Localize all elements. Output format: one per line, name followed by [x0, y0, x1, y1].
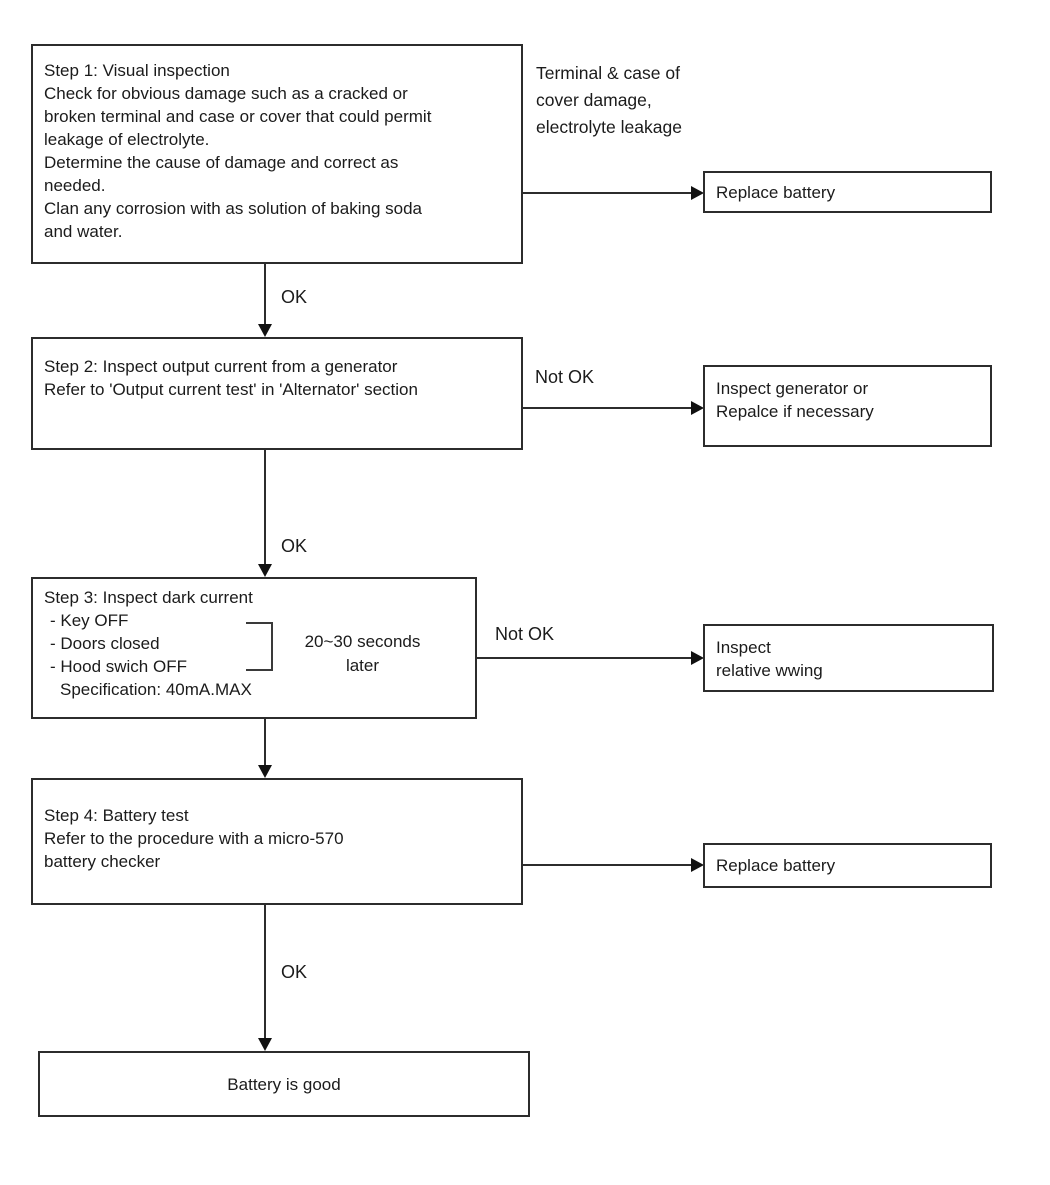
- step1-text-line: Step 1: Visual inspection: [44, 61, 230, 80]
- ok-label-3: OK: [281, 962, 308, 982]
- terminal-damage-note-line: Terminal & case of: [536, 63, 680, 83]
- inspect-generator-line: Repalce if necessary: [716, 402, 874, 421]
- arrowhead-down-icon: [258, 324, 272, 337]
- step1-text-line: leakage of electrolyte.: [44, 130, 210, 149]
- connector-step4-to-replace: [523, 864, 691, 866]
- step3-text-line: - Key OFF: [50, 611, 129, 630]
- step4-text-line: battery checker: [44, 852, 161, 871]
- terminal-damage-note-line: electrolyte leakage: [536, 117, 682, 137]
- step3-box: Step 3: Inspect dark current - Key OFF -…: [31, 577, 477, 719]
- arrowhead-right-icon: [691, 858, 704, 872]
- step3-text-line: Specification: 40mA.MAX: [60, 680, 252, 699]
- not-ok-label-2: Not OK: [495, 624, 555, 644]
- step1-text-line: Check for obvious damage such as a crack…: [44, 84, 408, 103]
- bracket-bottom: [246, 669, 273, 671]
- ok-label-1: OK: [281, 287, 308, 307]
- arrowhead-down-icon: [258, 564, 272, 577]
- step2-text-line: Refer to 'Output current test' in 'Alter…: [44, 380, 418, 399]
- inspect-wiring-line: Inspect: [716, 638, 771, 657]
- step1-box: Step 1: Visual inspection Check for obvi…: [31, 44, 523, 264]
- not-ok-label-1: Not OK: [535, 367, 595, 387]
- step2-box: Step 2: Inspect output current from a ge…: [31, 337, 523, 450]
- step4-text-line: Step 4: Battery test: [44, 806, 189, 825]
- step1-text-line: broken terminal and case or cover that c…: [44, 107, 432, 126]
- step3-text-line: - Hood swich OFF: [50, 657, 187, 676]
- connector-step2-to-step3: [264, 450, 266, 566]
- arrowhead-right-icon: [691, 401, 704, 415]
- step1-text-line: needed.: [44, 176, 106, 195]
- inspect-wiring-line: relative wwing: [716, 661, 823, 680]
- terminal-damage-note: Terminal & case of cover damage, electro…: [536, 60, 682, 141]
- arrowhead-right-icon: [691, 186, 704, 200]
- inspect-generator-box: Inspect generator or Repalce if necessar…: [703, 365, 992, 447]
- step3-text-line: - Doors closed: [50, 634, 160, 653]
- connector-step1-to-replace: [523, 192, 691, 194]
- replace-battery-label: Replace battery: [716, 182, 836, 202]
- arrowhead-down-icon: [258, 765, 272, 778]
- step3-text-line: Step 3: Inspect dark current: [44, 588, 253, 607]
- inspect-generator-line: Inspect generator or: [716, 379, 869, 398]
- bracket-top: [246, 622, 273, 624]
- replace-battery-label: Replace battery: [716, 856, 836, 875]
- connector-step2-to-generator: [523, 407, 691, 409]
- connector-step4-to-good: [264, 905, 266, 1040]
- arrowhead-right-icon: [691, 651, 704, 665]
- replace-battery-box-2: Replace battery: [703, 843, 992, 888]
- step1-text-line: and water.: [44, 222, 123, 241]
- dark-current-wait-annotation: 20~30 seconds later: [290, 630, 435, 678]
- connector-step3-to-step4: [264, 719, 266, 767]
- terminal-damage-note-line: cover damage,: [536, 90, 652, 110]
- connector-step3-to-wiring: [477, 657, 691, 659]
- battery-good-label: Battery is good: [227, 1074, 341, 1094]
- step4-text-line: Refer to the procedure with a micro-570: [44, 829, 344, 848]
- annotation-line: later: [345, 656, 380, 675]
- battery-good-box: Battery is good: [38, 1051, 530, 1117]
- inspect-wiring-box: Inspect relative wwing: [703, 624, 994, 692]
- bracket-vertical: [271, 622, 273, 671]
- annotation-line: 20~30 seconds: [304, 632, 421, 651]
- step2-text-line: Step 2: Inspect output current from a ge…: [44, 357, 398, 376]
- arrowhead-down-icon: [258, 1038, 272, 1051]
- step1-text-line: Clan any corrosion with as solution of b…: [44, 199, 422, 218]
- replace-battery-box-1: Replace battery: [703, 171, 992, 213]
- ok-label-2: OK: [281, 536, 308, 556]
- connector-step1-to-step2: [264, 264, 266, 326]
- step4-box: Step 4: Battery test Refer to the proced…: [31, 778, 523, 905]
- step1-text-line: Determine the cause of damage and correc…: [44, 153, 399, 172]
